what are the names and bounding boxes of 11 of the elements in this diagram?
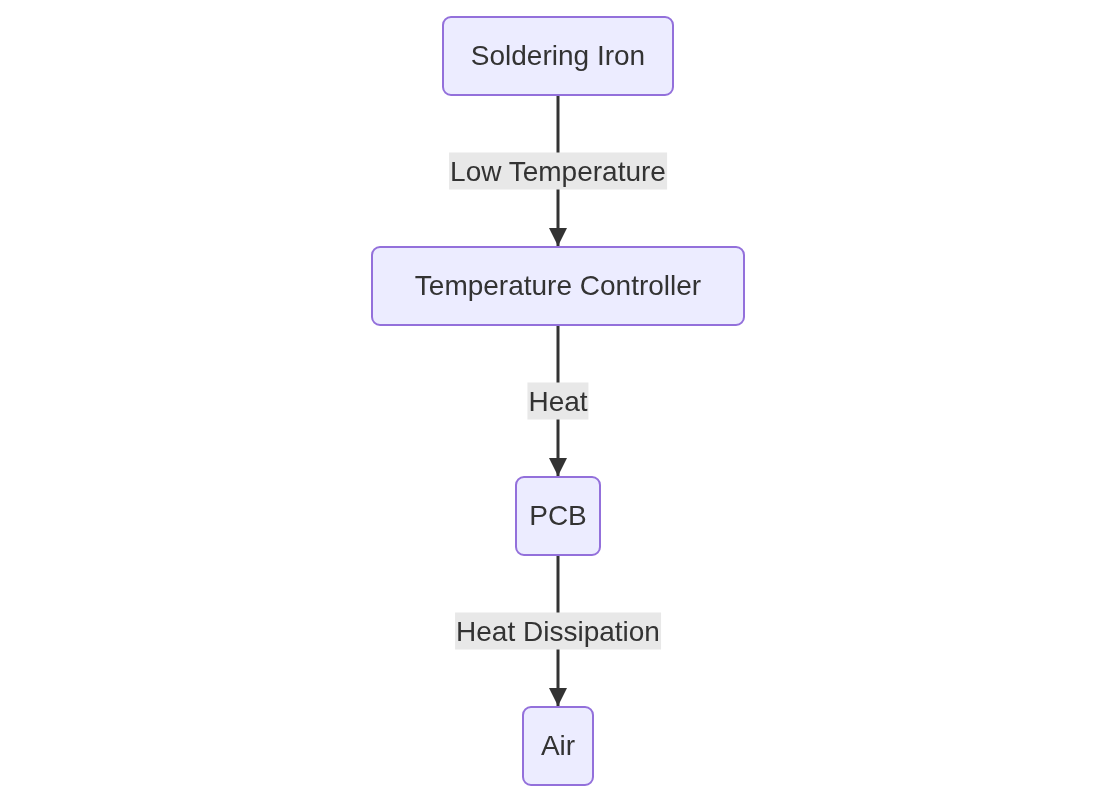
- edge-label: Low Temperature: [449, 152, 667, 190]
- node-label: Temperature Controller: [414, 270, 702, 302]
- process-box: [515, 476, 601, 556]
- process-box: [522, 706, 594, 786]
- node-label: PCB: [529, 500, 587, 532]
- process-box: [442, 16, 674, 96]
- edge-label: Heat: [527, 382, 589, 420]
- node-label: Soldering Iron: [470, 40, 646, 72]
- process-box: [371, 246, 745, 326]
- edge-label: Heat Dissipation: [455, 612, 661, 650]
- node-label: Air: [540, 730, 576, 762]
